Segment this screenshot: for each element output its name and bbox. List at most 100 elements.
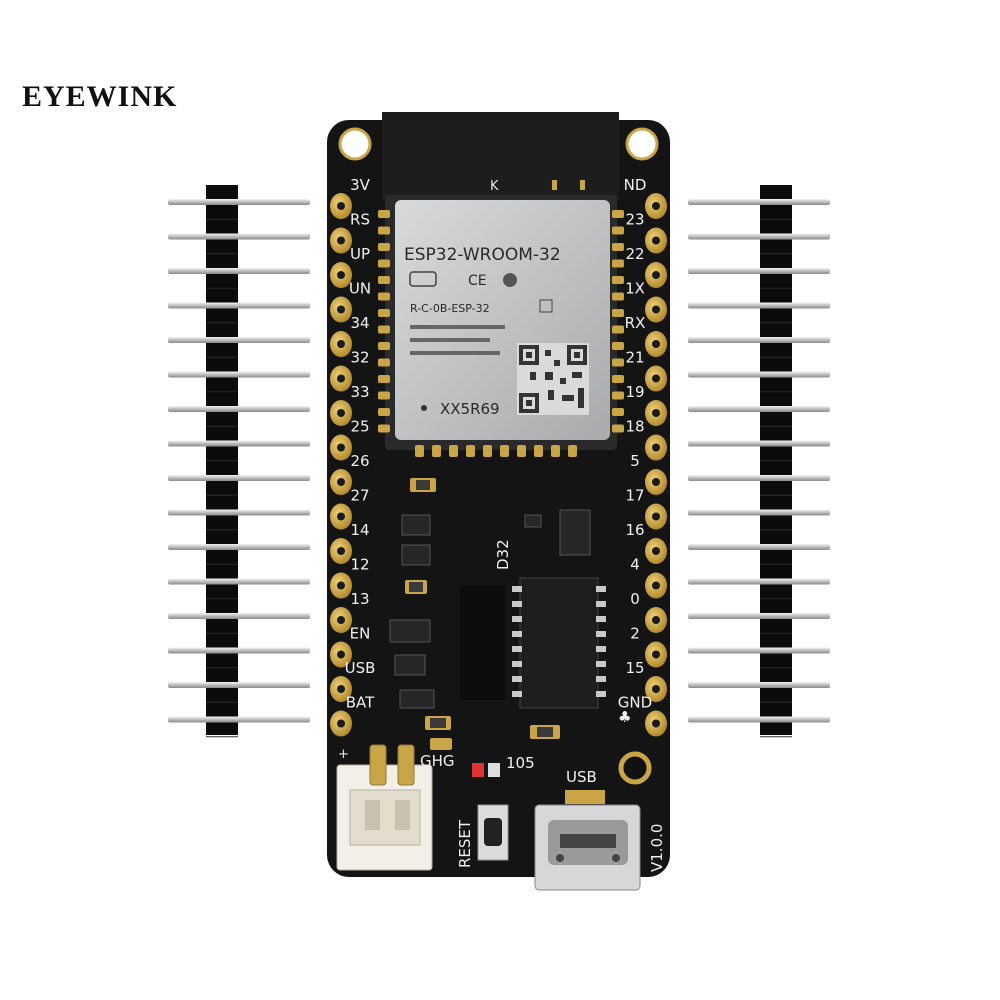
pin-label-right: 16: [625, 521, 644, 539]
cap-label: 105: [506, 754, 535, 772]
pin-label-right: RX: [625, 314, 646, 332]
esp32-module: ESP32-WROOM-32 CE R-C-0B-ESP-32 XX5R69: [385, 195, 617, 450]
header-pin: [168, 682, 310, 688]
header-pin: [688, 440, 830, 447]
pin-label-right: 23: [625, 211, 644, 229]
header-pin: [168, 302, 310, 309]
antenna-mark: K: [490, 179, 499, 194]
module-pin: [612, 391, 624, 400]
header-pin: [688, 544, 830, 550]
module-pin: [378, 358, 390, 367]
pin-label-left: 27: [350, 487, 369, 505]
header-pin: [688, 613, 830, 619]
usb-label: USB: [566, 768, 597, 786]
plus-mark: +: [338, 747, 349, 762]
pin-label-left: EN: [350, 625, 371, 643]
pin-label-left: RS: [350, 211, 370, 229]
header-pin: [688, 509, 830, 516]
module-pin: [612, 243, 624, 251]
usb-uart-chip: [512, 577, 606, 709]
module-pin: [378, 210, 390, 218]
pin-label-right: 5: [630, 452, 640, 470]
header-pin: [688, 302, 830, 309]
qr-code: [517, 343, 589, 415]
module-pin: [551, 445, 560, 457]
module-cert: R-C-0B-ESP-32: [410, 302, 490, 315]
ic-leg: [596, 586, 606, 592]
module-pin: [378, 309, 390, 317]
header-pin: [168, 199, 310, 205]
ic-leg: [512, 601, 522, 607]
right-pin-header: [688, 185, 830, 738]
module-pin: [517, 445, 526, 457]
module-pin: [612, 408, 624, 416]
battery-connector: [336, 744, 433, 871]
ic-leg: [512, 631, 522, 637]
header-pin: [168, 475, 310, 481]
module-pin: [415, 445, 424, 457]
module-pin: [378, 391, 390, 400]
edge-pads: [330, 193, 667, 737]
pin-label-left: 3V: [350, 176, 371, 194]
module-pin: [612, 375, 624, 383]
brand-logo-text: EYEWINK: [22, 80, 178, 113]
smd-components: [389, 478, 591, 777]
header-pin: [168, 268, 310, 274]
ic-leg: [596, 616, 606, 622]
ic-leg: [512, 661, 522, 667]
module-pin: [378, 226, 390, 235]
header-pin: [688, 268, 830, 274]
pin-label-right: 0: [630, 590, 640, 608]
module-pin: [378, 424, 390, 433]
pin-label-left: 33: [350, 383, 369, 401]
module-pin: [378, 292, 390, 301]
header-pin: [168, 647, 310, 654]
header-pin: [688, 475, 830, 481]
header-pin: [688, 406, 830, 412]
module-pin: [612, 226, 624, 235]
pin-label-left: USB: [345, 659, 376, 677]
right-pin-labels: ND 23 22 1X RX 21 19 18 5 17 16 4 0 2 15…: [618, 176, 652, 712]
pin-label-right: 15: [625, 659, 644, 677]
module-pin: [378, 325, 390, 334]
module-pin: [378, 375, 390, 383]
module-castellations: [378, 210, 624, 457]
module-pin: [612, 259, 624, 268]
header-pin: [688, 682, 830, 688]
module-pin: [449, 445, 458, 457]
pin-label-right: 17: [625, 487, 644, 505]
pin-label-right: GND: [618, 694, 652, 712]
version-label: V1.0.0: [648, 824, 666, 872]
pin-label-left: UP: [350, 245, 370, 263]
pin-label-right: 19: [625, 383, 644, 401]
ic-leg: [596, 676, 606, 682]
header-pin: [168, 613, 310, 619]
header-pin: [168, 578, 310, 585]
pin-label-left: 34: [350, 314, 369, 332]
micro-usb-port: [534, 790, 641, 891]
header-pin: [688, 199, 830, 205]
module-pin: [483, 445, 492, 457]
module-pin: [612, 309, 624, 317]
pin-label-right: 22: [625, 245, 644, 263]
module-pin: [612, 358, 624, 367]
header-pin: [168, 440, 310, 447]
pin-label-left: 25: [350, 418, 369, 436]
pin-label-right: ND: [624, 176, 647, 194]
pin-label-left: 14: [350, 521, 369, 539]
svg-text:♣: ♣: [618, 708, 631, 726]
ic-leg: [512, 616, 522, 622]
ic-leg: [512, 691, 522, 697]
module-pin: [500, 445, 509, 457]
svg-text:CE: CE: [468, 273, 487, 289]
left-pin-header: [168, 185, 310, 738]
module-pin: [612, 325, 624, 334]
ic-leg: [512, 676, 522, 682]
header-pin: [168, 337, 310, 343]
header-pin: [688, 337, 830, 343]
ic-leg: [596, 691, 606, 697]
pin-label-right: 2: [630, 625, 640, 643]
module-pin: [534, 445, 543, 457]
header-body: [760, 185, 792, 735]
